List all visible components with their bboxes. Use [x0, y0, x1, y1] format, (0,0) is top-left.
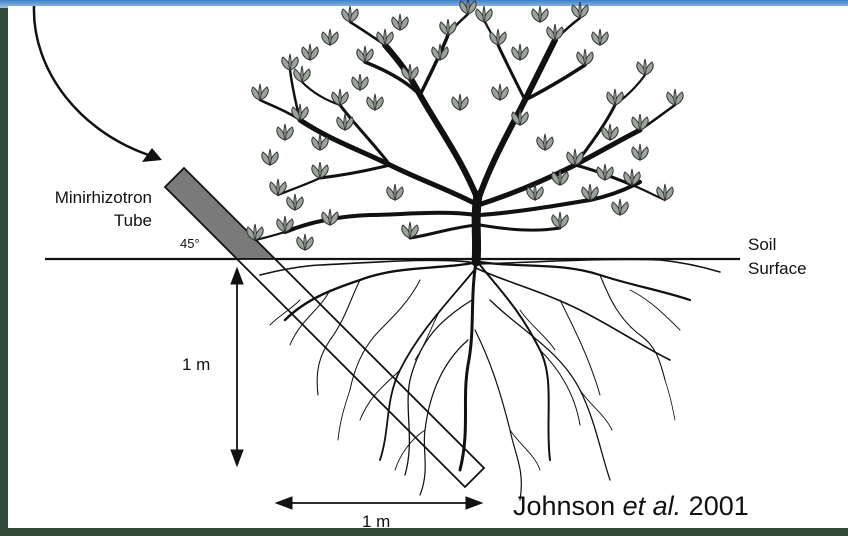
- citation: Johnson et al. 2001: [513, 491, 749, 521]
- citation-year: 2001: [689, 491, 749, 521]
- angle-label: 45°: [180, 236, 200, 251]
- depth-label: 1 m: [182, 355, 210, 374]
- soil-label-line2: Surface: [748, 259, 807, 278]
- tube-label-line1: Minirhizotron: [55, 188, 152, 207]
- width-label: 1 m: [362, 512, 390, 531]
- citation-authors: Johnson: [513, 491, 615, 521]
- citation-etal: et al.: [623, 491, 682, 521]
- tube-label-line2: Tube: [114, 211, 152, 230]
- soil-label-line1: Soil: [748, 235, 776, 254]
